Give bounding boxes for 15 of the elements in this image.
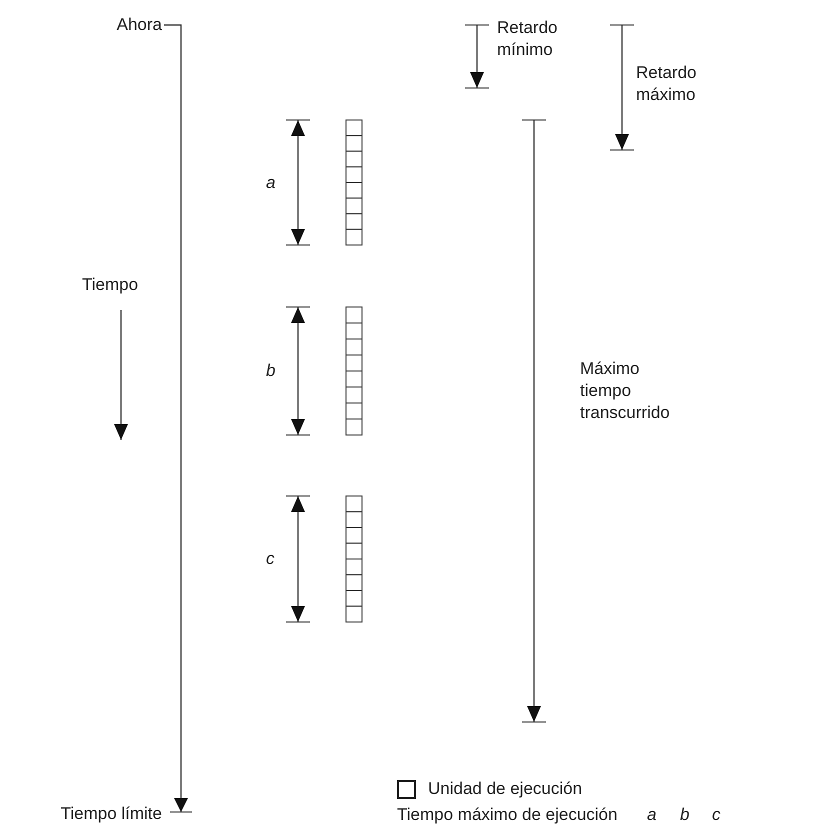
time-label: Ahora xyxy=(40,14,162,36)
interval-letter: c xyxy=(266,548,276,570)
time-label: Tiempo límite xyxy=(0,803,162,825)
interval-letter: b xyxy=(680,804,690,826)
annotation-text: Tiempo xyxy=(82,274,140,296)
interval-letter: b xyxy=(266,360,276,382)
interval-letter: a xyxy=(266,172,276,194)
annotation-text: Retardo máximo xyxy=(636,62,698,106)
interval-letter: a xyxy=(647,804,658,826)
annotation-text: Máximo tiempo transcurrido xyxy=(580,358,671,424)
legend-text: Unidad de ejecución xyxy=(428,778,582,800)
interval-letter: c xyxy=(712,804,722,826)
timeline-arrow xyxy=(164,24,192,812)
annotation-text: Tiempo máximo de ejecución xyxy=(397,804,618,826)
annotation-text: Retardo mínimo xyxy=(497,17,558,61)
